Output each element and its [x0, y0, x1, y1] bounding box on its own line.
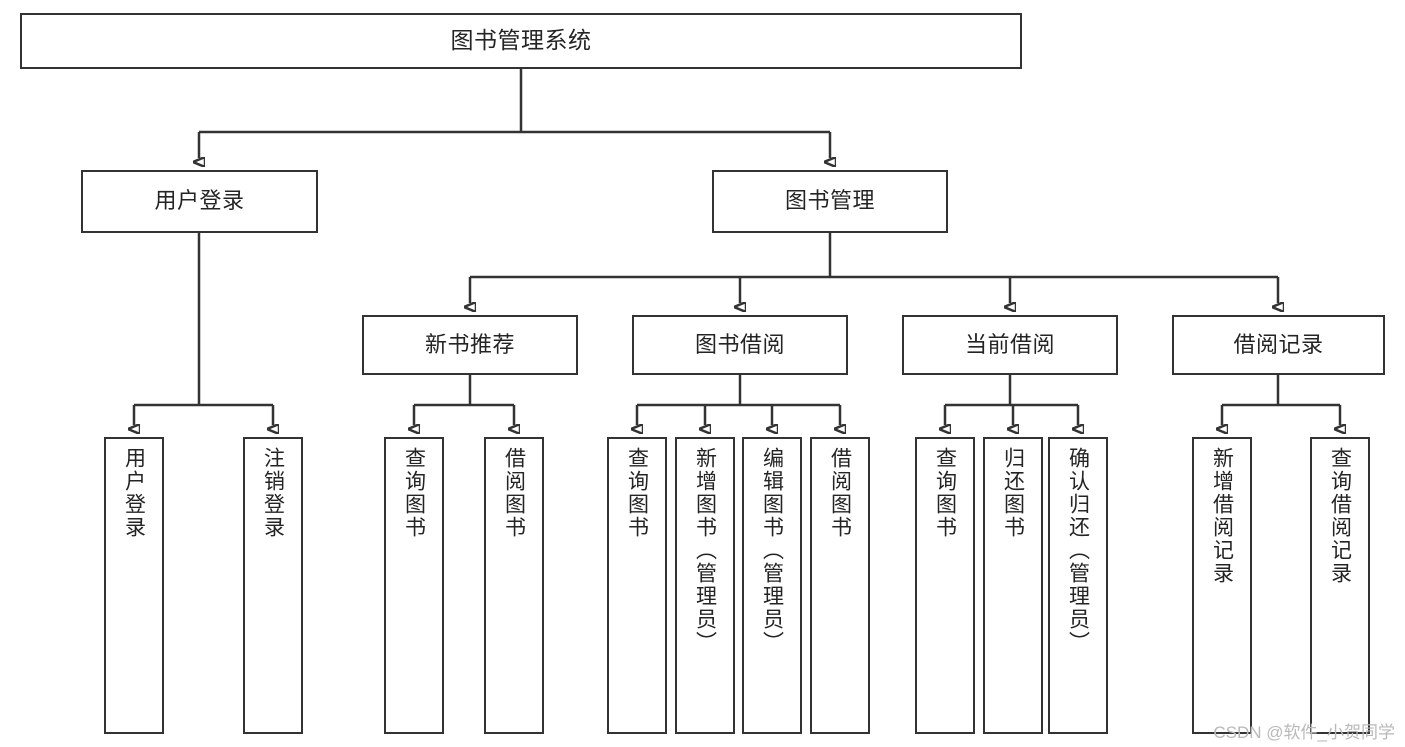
node-user-login[interactable]: 用户登录 [81, 170, 318, 233]
node-leaf-add-borrow-record[interactable]: 新增借阅记录 [1192, 437, 1252, 734]
node-leaf-add-book-admin[interactable]: 新增图书（管理员） [675, 437, 735, 734]
node-leaf-return-book[interactable]: 归还图书 [983, 437, 1043, 734]
node-leaf-user-logout[interactable]: 注销登录 [243, 437, 303, 734]
node-root-book-management-system[interactable]: 图书管理系统 [20, 13, 1022, 69]
node-borrow-record[interactable]: 借阅记录 [1172, 315, 1385, 375]
node-current-borrow[interactable]: 当前借阅 [902, 315, 1118, 375]
node-label: 借阅记录 [1233, 331, 1324, 357]
node-label: 注销登录 [261, 447, 285, 539]
node-leaf-confirm-return-admin[interactable]: 确认归还（管理员） [1048, 437, 1108, 734]
node-label: 查询图书 [933, 447, 957, 539]
node-label: 用户登录 [122, 447, 146, 539]
node-book-borrow[interactable]: 图书借阅 [632, 315, 848, 375]
node-leaf-query-book-recommend[interactable]: 查询图书 [384, 437, 444, 734]
node-label: 查询借阅记录 [1328, 447, 1352, 585]
node-label: 归还图书 [1001, 447, 1025, 539]
node-label: 图书管理系统 [450, 27, 592, 54]
node-label: 查询图书 [402, 447, 426, 539]
node-label: 用户登录 [154, 188, 245, 214]
node-label: 新书推荐 [424, 331, 515, 357]
node-leaf-query-book-borrow[interactable]: 查询图书 [607, 437, 667, 734]
node-label: 借阅图书 [828, 447, 852, 539]
node-book-management[interactable]: 图书管理 [712, 170, 948, 233]
node-leaf-edit-book-admin[interactable]: 编辑图书（管理员） [742, 437, 802, 734]
node-new-book-recommend[interactable]: 新书推荐 [362, 315, 578, 375]
node-label: 编辑图书（管理员） [760, 447, 784, 654]
node-leaf-borrow-book[interactable]: 借阅图书 [810, 437, 870, 734]
node-label: 图书管理 [784, 188, 875, 214]
node-label: 借阅图书 [502, 447, 526, 539]
node-leaf-user-login[interactable]: 用户登录 [104, 437, 164, 734]
node-label: 查询图书 [625, 447, 649, 539]
node-label: 图书借阅 [694, 331, 785, 357]
node-label: 新增借阅记录 [1210, 447, 1234, 585]
node-label: 当前借阅 [964, 331, 1055, 357]
node-label: 确认归还（管理员） [1066, 447, 1090, 654]
csdn-watermark: CSDN @软件_小贺同学 [1213, 723, 1395, 742]
node-leaf-query-borrow-record[interactable]: 查询借阅记录 [1310, 437, 1370, 734]
node-leaf-borrow-book-recommend[interactable]: 借阅图书 [484, 437, 544, 734]
node-label: 新增图书（管理员） [693, 447, 717, 654]
node-leaf-query-book-current[interactable]: 查询图书 [915, 437, 975, 734]
